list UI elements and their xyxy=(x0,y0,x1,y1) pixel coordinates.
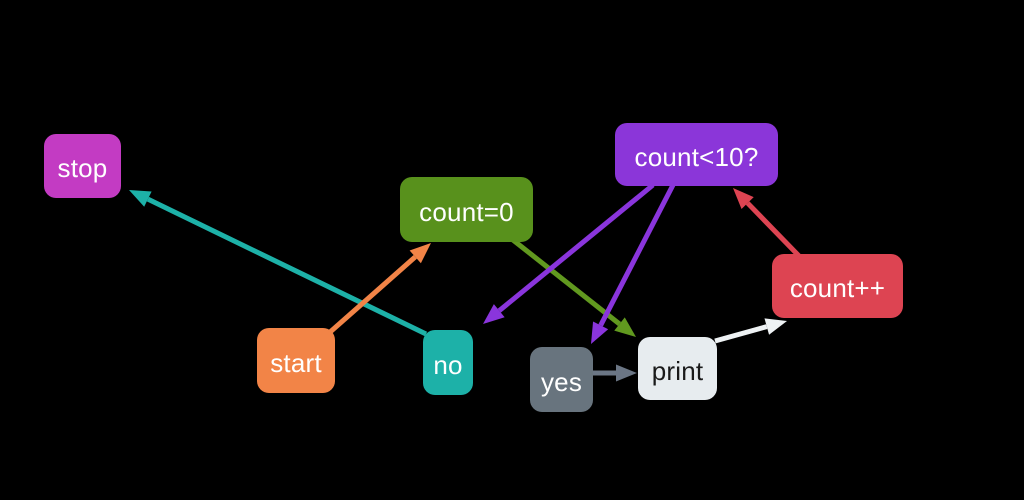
node-label: no xyxy=(433,349,463,380)
edge-line xyxy=(598,183,676,327)
edge-line xyxy=(511,238,622,326)
edge-no-to-stop xyxy=(129,190,428,337)
arrowhead-icon xyxy=(733,188,754,209)
arrowhead-icon xyxy=(591,321,609,344)
edge-yes-to-print xyxy=(593,364,637,382)
node-label: count=0 xyxy=(419,196,514,227)
edge-count0-to-print xyxy=(511,238,636,337)
node-label: start xyxy=(270,347,322,378)
arrowhead-icon xyxy=(129,190,152,207)
edge-lt10-to-no xyxy=(483,183,655,324)
arrowhead-icon xyxy=(409,243,431,264)
node-print: print xyxy=(638,337,717,400)
edge-inc-to-lt10 xyxy=(733,188,802,259)
node-label: stop xyxy=(57,153,108,183)
edge-print-to-inc xyxy=(714,318,787,344)
node-inc: count++ xyxy=(772,254,903,318)
arrowhead-icon xyxy=(764,318,787,335)
node-stop: stop xyxy=(44,134,121,198)
node-label: count++ xyxy=(789,273,886,303)
node-lt10: count<10? xyxy=(615,123,778,186)
edge-line xyxy=(497,183,655,313)
edge-line xyxy=(327,255,417,335)
arrowhead-icon xyxy=(616,364,637,382)
node-count0: count=0 xyxy=(400,177,533,242)
edge-start-to-count0 xyxy=(327,243,431,335)
node-yes: yes xyxy=(530,347,593,412)
arrowhead-icon xyxy=(614,317,636,337)
edge-line xyxy=(146,196,428,337)
node-start: start xyxy=(257,328,335,393)
edge-line xyxy=(714,324,768,344)
node-label: yes xyxy=(540,366,583,397)
edge-line xyxy=(745,201,802,259)
node-label: count<10? xyxy=(634,141,759,172)
arrowhead-icon xyxy=(483,304,505,324)
node-no: no xyxy=(423,330,473,395)
edge-lt10-to-yes xyxy=(591,183,676,344)
node-label: print xyxy=(651,355,704,386)
